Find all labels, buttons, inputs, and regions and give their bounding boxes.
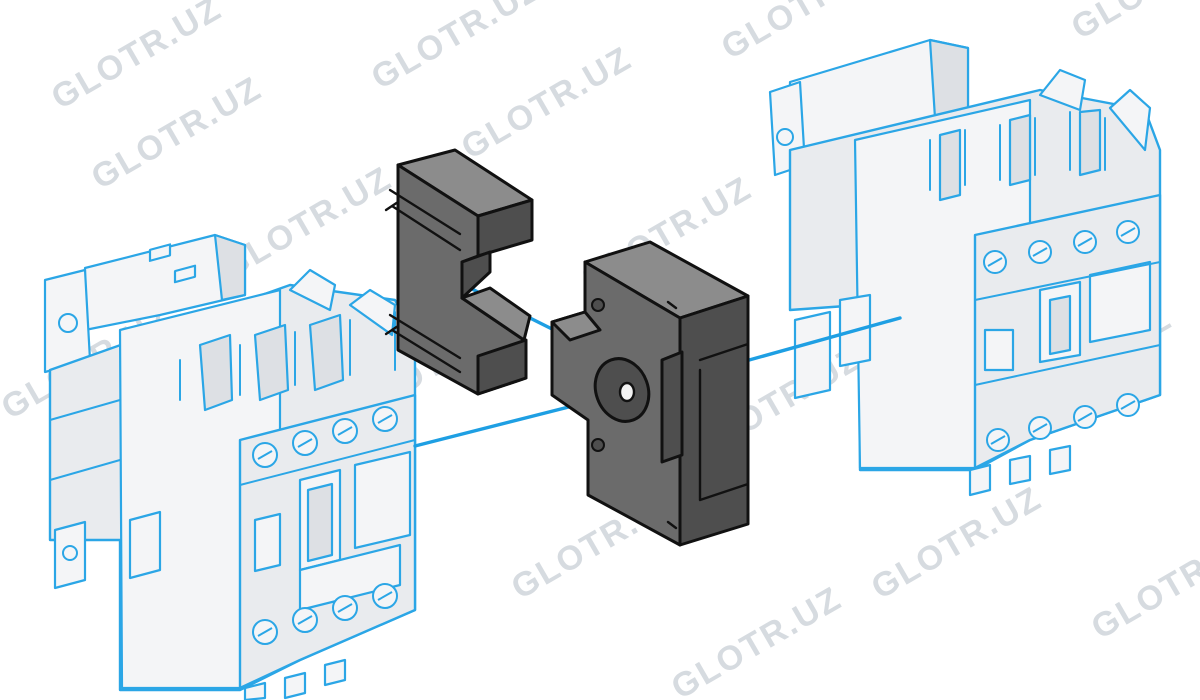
watermark: GLOTR.UZ [455,39,638,167]
contactor-left [43,233,417,700]
mechanical-interlock-block [550,240,750,547]
watermark: GLOTR.UZ [1085,519,1200,647]
watermark: GLOTR.UZ [365,0,548,97]
mechanical-interlock-clip [384,148,534,396]
watermark: GLOTR.UZ [865,479,1048,607]
watermark: GLOTR.UZ [665,579,848,700]
contactor-right [768,38,1162,497]
guide-line-right [740,316,902,364]
watermark: GLOTR.UZ [1065,0,1200,47]
